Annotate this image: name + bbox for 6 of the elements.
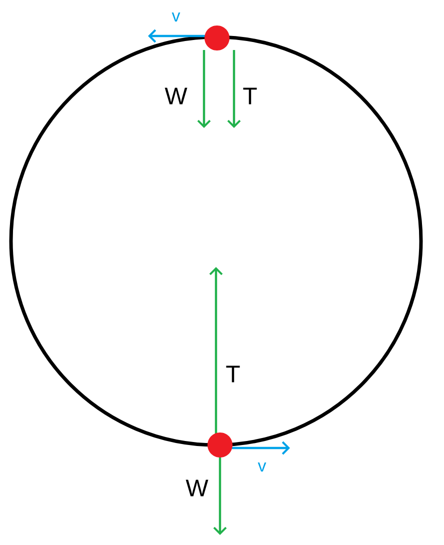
force-label: v bbox=[258, 462, 266, 472]
force-label: W bbox=[164, 88, 188, 104]
force-label: T bbox=[243, 88, 257, 104]
force-label: v bbox=[172, 12, 180, 22]
force-label: W bbox=[186, 480, 208, 496]
force-label: T bbox=[226, 366, 240, 382]
